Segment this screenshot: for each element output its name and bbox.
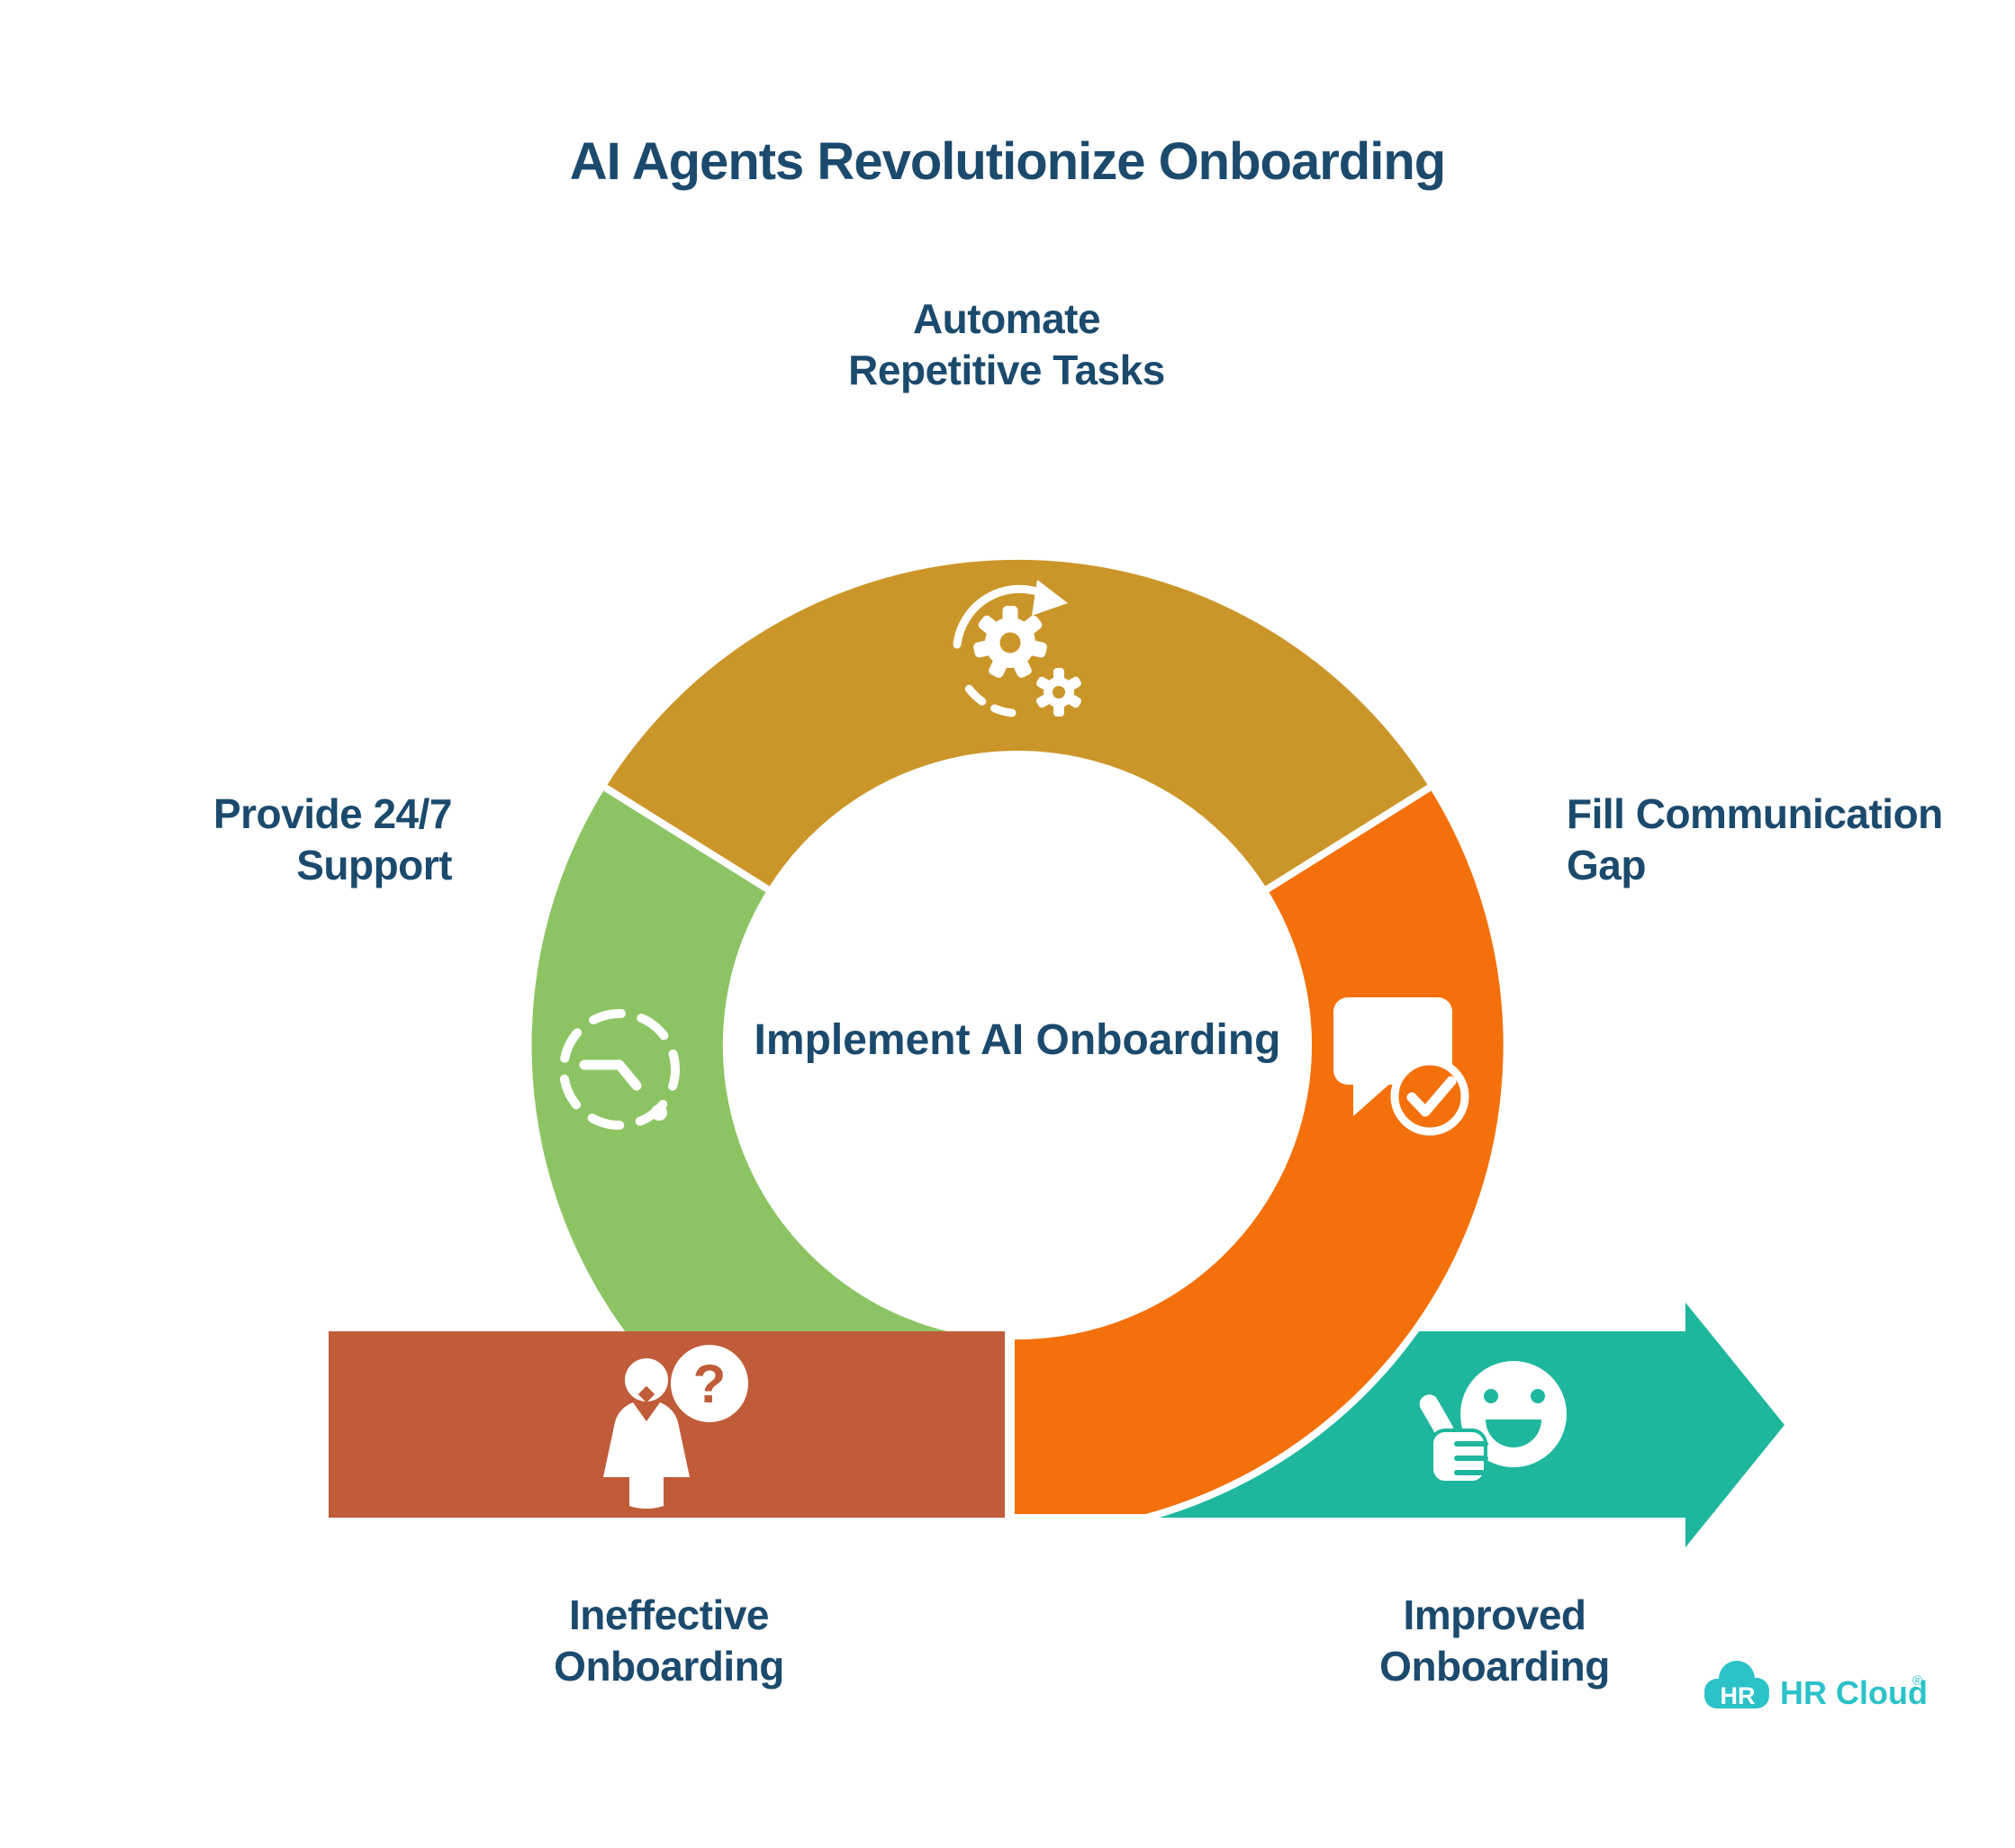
logo-badge: HR	[1721, 1682, 1756, 1709]
person-question-icon: ?	[603, 1345, 748, 1509]
label-implement-ai-onboarding: Implement AI Onboarding	[754, 1016, 1281, 1064]
clock-24-7-icon	[559, 1009, 680, 1130]
label-provide-24-7-support: Provide 24/7 Support	[212, 790, 453, 889]
label-improved-onboarding: Improved Onboarding	[1379, 1591, 1610, 1690]
page-title: AI Agents Revolutionize Onboarding	[569, 132, 1446, 191]
label-ineffective-onboarding: Ineffective Onboarding	[554, 1591, 784, 1690]
donut-segment-communication	[1008, 780, 1511, 1518]
label-automate-repetitive-tasks: Automate Repetitive Tasks	[848, 295, 1165, 394]
gears-automation-icon	[953, 580, 1081, 717]
smiley-thumbs-up-icon	[1415, 1361, 1567, 1484]
logo-registered-mark: ®	[1912, 1673, 1922, 1689]
question-glyph: ?	[693, 1354, 727, 1414]
label-fill-communication-gap: Fill Communication Gap	[1567, 790, 1943, 889]
hr-cloud-logo: HR HR Cloud ®	[1704, 1661, 1928, 1711]
chat-check-icon	[1333, 997, 1469, 1136]
logo-wordmark: HR Cloud	[1780, 1674, 1928, 1711]
cloud-icon	[1704, 1661, 1769, 1708]
donut-segment-automate	[597, 552, 1438, 897]
